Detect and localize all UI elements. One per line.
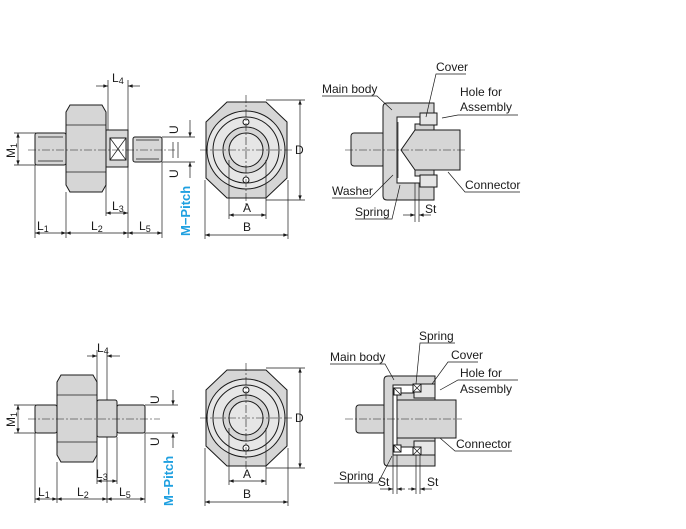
callout-spring-top: Spring — [419, 329, 454, 343]
callout-assembly: Assembly — [460, 100, 512, 114]
callout-washer: Washer — [332, 184, 373, 198]
callout-main-body: Main body — [322, 82, 377, 96]
dim-A: A — [243, 201, 251, 215]
dim-M1: M1 — [4, 143, 19, 158]
dim-U-lower: U — [167, 169, 181, 178]
callout-cover: Cover — [436, 60, 468, 74]
dim-St-right: St — [427, 475, 439, 489]
dim-U-upper: U — [148, 395, 162, 404]
dim-L3: L3 — [96, 467, 108, 482]
dim-L1: L1 — [37, 219, 49, 234]
dim-St-left: St — [378, 475, 390, 489]
dim-A: A — [243, 467, 251, 481]
callout-hole-for: Hole for — [460, 366, 502, 380]
dim-L4: L4 — [97, 341, 109, 356]
callout-connector: Connector — [456, 437, 511, 451]
callout-connector: Connector — [465, 178, 520, 192]
dim-L2: L2 — [77, 485, 89, 500]
top-side-view: L1 L2 L3 L4 L5 M1 U U M−Pitch — [4, 71, 195, 238]
dim-L5: L5 — [119, 485, 131, 500]
callout-cover: Cover — [451, 348, 483, 362]
m-pitch-label: M−Pitch — [161, 456, 176, 506]
dim-L3: L3 — [112, 199, 124, 214]
dim-St: St — [425, 202, 437, 216]
dim-L2: L2 — [91, 219, 103, 234]
bottom-section-view: St St Main body Spring Cover Hole for As… — [330, 329, 518, 494]
dim-D: D — [295, 143, 304, 157]
top-front-view: D A B — [200, 95, 305, 239]
dim-B: B — [243, 487, 251, 501]
dim-B: B — [243, 220, 251, 234]
dim-D: D — [295, 411, 304, 425]
dim-L1: L1 — [38, 485, 50, 500]
bottom-side-view: L1 L2 L3 L4 L5 M1 U U M−Pitch — [4, 341, 178, 506]
dim-U-lower: U — [148, 437, 162, 446]
dim-M1: M1 — [4, 412, 19, 427]
top-section-view: St Main body Cover Hole for Assembly Con… — [322, 60, 520, 222]
callout-hole-for: Hole for — [460, 85, 502, 99]
callout-main-body: Main body — [330, 350, 385, 364]
callout-spring-bottom: Spring — [339, 469, 374, 483]
callout-assembly: Assembly — [460, 382, 512, 396]
dim-L4: L4 — [112, 71, 124, 86]
callout-spring: Spring — [355, 205, 390, 219]
dim-L5: L5 — [139, 219, 151, 234]
dim-U-upper: U — [167, 125, 181, 134]
m-pitch-label: M−Pitch — [178, 186, 193, 236]
bottom-front-view: D A B — [200, 363, 305, 506]
